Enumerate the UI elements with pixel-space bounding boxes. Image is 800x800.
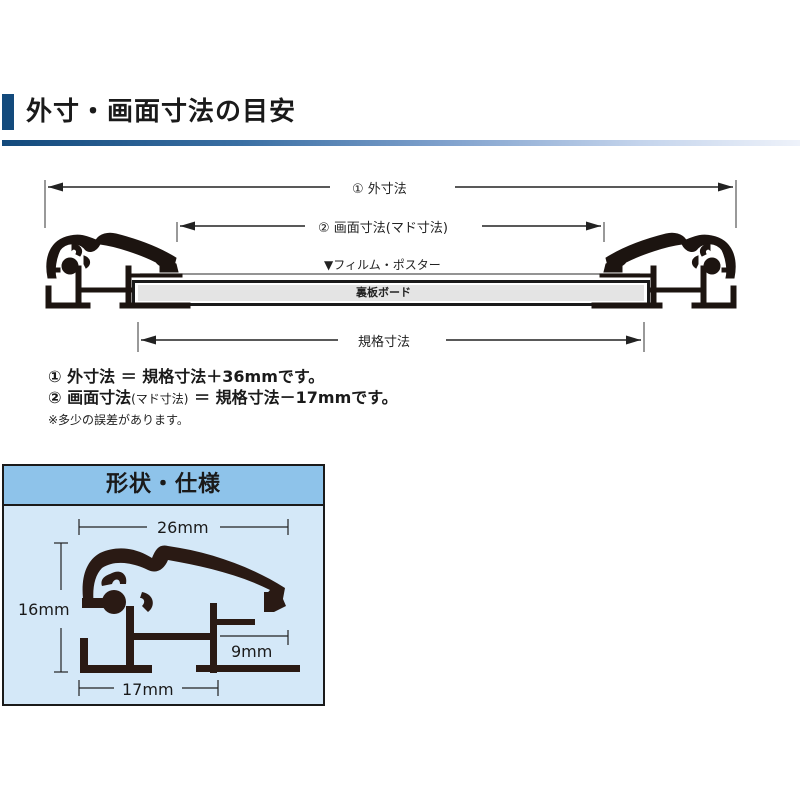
title-gradient-rule bbox=[2, 140, 800, 146]
note-screen-small: (マド寸法) bbox=[131, 392, 189, 406]
spec-panel: 形状・仕様 bbox=[2, 464, 325, 706]
note-screen-main: ② 画面寸法 bbox=[48, 388, 132, 407]
depth-9mm-label: 9mm bbox=[231, 642, 273, 661]
base-17mm-label: 17mm bbox=[122, 680, 174, 699]
spec-title: 形状・仕様 bbox=[4, 466, 323, 506]
title-accent-bar bbox=[2, 94, 14, 130]
frame-cross-section-diagram: ① 外寸法 ② 画面寸法(マド寸法) ▼フィルム・ポスター 裏板ボード 規格寸法 bbox=[0, 160, 800, 360]
standard-dimension-label: 規格寸法 bbox=[352, 331, 417, 350]
outer-dimension-label: ① 外寸法 bbox=[346, 178, 413, 197]
section-header: 外寸・画面寸法の目安 bbox=[0, 92, 800, 148]
note-screen-rest: ＝ 規格寸法－17mmです。 bbox=[188, 388, 398, 407]
dimension-notes: ① 外寸法 ＝ 規格寸法＋36mmです。 ② 画面寸法(マド寸法) ＝ 規格寸法… bbox=[48, 366, 398, 430]
note-screen-dimension: ② 画面寸法(マド寸法) ＝ 規格寸法－17mmです。 bbox=[48, 387, 398, 410]
height-16mm-label: 16mm bbox=[18, 600, 70, 619]
profile-drawing bbox=[54, 519, 300, 696]
frame-drawing bbox=[44, 180, 737, 352]
section-title: 外寸・画面寸法の目安 bbox=[26, 97, 297, 127]
back-board-label: 裏板ボード bbox=[356, 286, 411, 299]
spec-profile-diagram: 26mm 16mm 9mm 17mm bbox=[4, 506, 323, 704]
note-disclaimer: ※多少の誤差があります。 bbox=[48, 413, 189, 427]
width-26mm-label: 26mm bbox=[157, 518, 209, 537]
screen-dimension-label: ② 画面寸法(マド寸法) bbox=[312, 217, 454, 236]
note-outer-dimension: ① 外寸法 ＝ 規格寸法＋36mmです。 bbox=[48, 367, 325, 386]
film-poster-label: ▼フィルム・ポスター bbox=[324, 258, 441, 272]
